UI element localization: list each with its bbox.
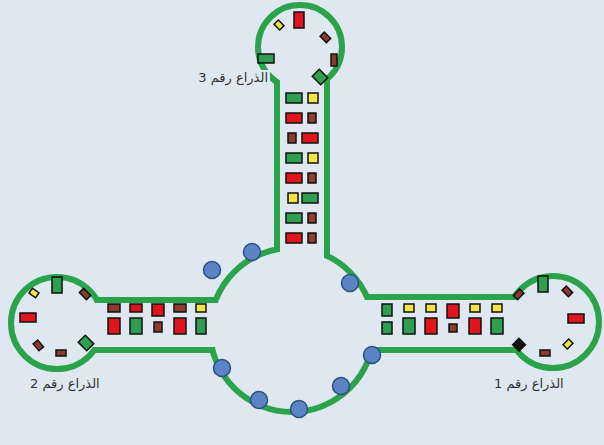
arm-label: الذراع رقم 1 [492, 376, 566, 392]
stem-lines [93, 78, 518, 350]
arm-label: الذراع رقم 2 [28, 376, 102, 392]
central-loop [210, 248, 374, 412]
arm-label: الذراع رقم 3 [196, 70, 270, 86]
base-pairs [20, 12, 584, 356]
nucleotide-beads [204, 244, 381, 418]
